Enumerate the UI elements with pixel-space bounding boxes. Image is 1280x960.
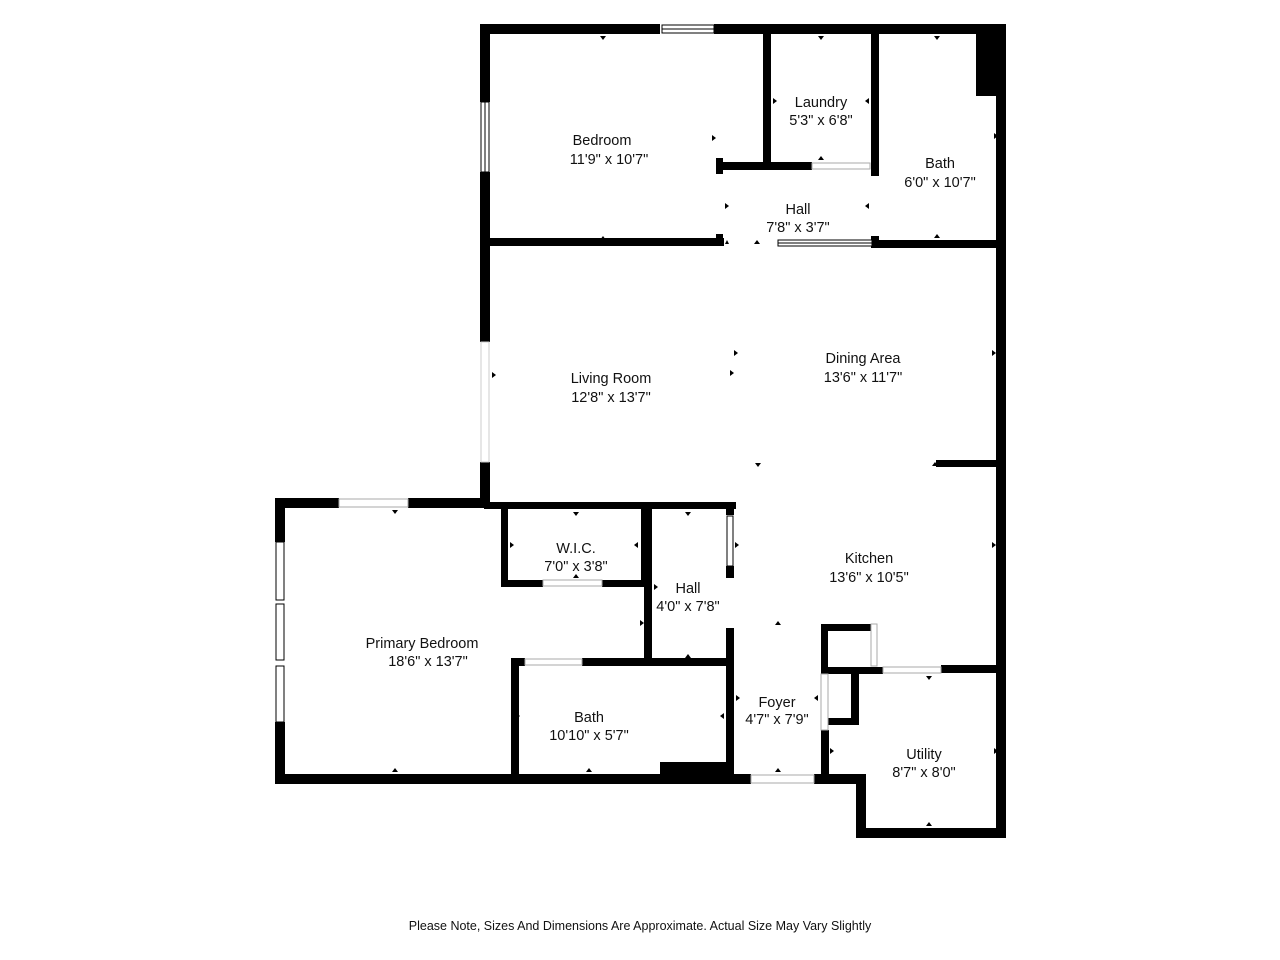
wall (821, 730, 829, 780)
room-dims-hall-upper: 7'8" x 3'7" (766, 220, 829, 236)
wall (480, 24, 660, 34)
wall (511, 658, 525, 666)
room-dims-wic: 7'0" x 3'8" (544, 559, 607, 575)
wall (814, 774, 862, 784)
door (811, 162, 871, 170)
room-dims-bath-lower: 10'10" x 5'7" (549, 728, 629, 744)
windows-and-doors (275, 24, 942, 784)
room-name-kitchen: Kitchen (845, 551, 893, 567)
room-dims-bath-upper: 6'0" x 10'7" (904, 175, 975, 191)
room-name-bath-lower: Bath (574, 710, 604, 726)
wall (582, 658, 732, 666)
wall (480, 172, 490, 342)
wall (511, 658, 519, 780)
wall (726, 628, 734, 784)
wall (486, 238, 724, 246)
wall (275, 498, 285, 542)
room-name-hall-upper: Hall (786, 202, 811, 218)
wall (851, 667, 859, 725)
wall (714, 24, 1006, 34)
room-name-primary-bedroom: Primary Bedroom (366, 636, 479, 652)
wall (726, 566, 734, 578)
wall (716, 30, 723, 34)
wall (602, 580, 650, 587)
wall (716, 162, 812, 170)
room-labels: Bedroom 11'9" x 10'7" Laundry 5'3" x 6'8… (366, 95, 976, 781)
window (275, 541, 285, 601)
footer-disclaimer: Please Note, Sizes And Dimensions Are Ap… (408, 919, 872, 933)
wall (275, 722, 285, 784)
room-name-laundry: Laundry (795, 95, 848, 111)
wall (726, 505, 734, 515)
door (750, 774, 815, 784)
window (275, 665, 285, 723)
wall (716, 234, 723, 246)
room-dims-dining-area: 13'6" x 11'7" (824, 370, 902, 386)
room-dims-primary-bedroom: 18'6" x 13'7" (388, 654, 468, 670)
door (820, 673, 829, 731)
room-dims-foyer: 4'7" x 7'9" (745, 712, 808, 728)
room-dims-hall-lower: 4'0" x 7'8" (656, 599, 719, 615)
wall (856, 774, 866, 838)
room-name-utility: Utility (906, 747, 942, 763)
door (870, 623, 878, 667)
door (726, 515, 734, 567)
wall (484, 502, 736, 509)
window (275, 603, 285, 661)
room-name-dining-area: Dining Area (826, 351, 902, 367)
room-name-bath-upper: Bath (925, 156, 955, 172)
wall (408, 498, 488, 508)
wall (821, 624, 877, 631)
room-name-living-room: Living Room (571, 371, 652, 387)
wall (763, 30, 771, 164)
wall (976, 24, 1006, 96)
measurement-markers (392, 36, 998, 826)
wall (996, 24, 1006, 838)
window (338, 498, 409, 508)
wall (501, 505, 508, 587)
wall (871, 30, 879, 176)
room-name-hall-lower: Hall (676, 581, 701, 597)
door (524, 658, 583, 666)
door (882, 666, 942, 674)
room-dims-living-room: 12'8" x 13'7" (571, 390, 651, 406)
room-dims-bedroom: 11'9" x 10'7" (570, 152, 648, 168)
wall (941, 665, 1001, 673)
wall (828, 718, 858, 725)
wall (821, 624, 828, 674)
walls (275, 24, 1006, 838)
wall (480, 24, 490, 102)
wall (480, 462, 490, 506)
wall (501, 580, 543, 587)
wall (660, 762, 726, 778)
room-name-foyer: Foyer (758, 695, 795, 711)
room-name-bedroom: Bedroom (573, 133, 632, 149)
wall (644, 505, 652, 661)
wall (871, 240, 1001, 248)
room-dims-laundry: 5'3" x 6'8" (789, 113, 852, 129)
wall (856, 828, 1006, 838)
room-name-wic: W.I.C. (556, 541, 595, 557)
window (480, 341, 490, 463)
door (542, 579, 603, 587)
wall (275, 498, 339, 508)
wall (936, 460, 1000, 467)
room-dims-kitchen: 13'6" x 10'5" (829, 570, 909, 586)
room-dims-utility: 8'7" x 8'0" (892, 765, 955, 781)
